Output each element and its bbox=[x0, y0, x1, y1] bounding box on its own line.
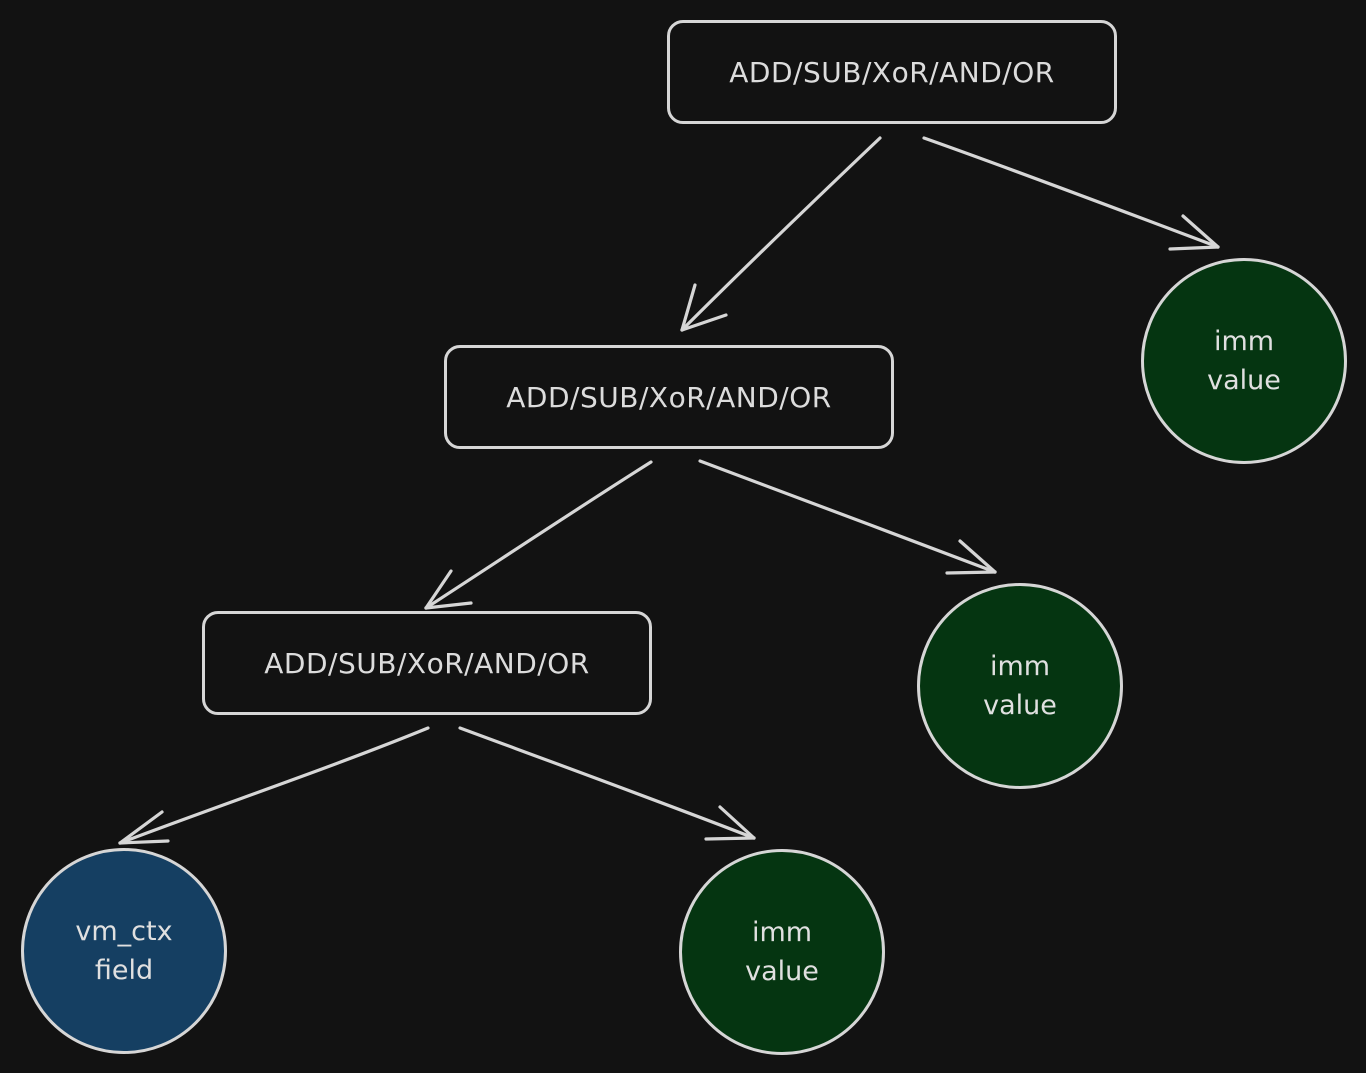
imm-value-node-middle: imm value bbox=[917, 583, 1123, 789]
node-line2: value bbox=[1207, 365, 1281, 396]
edge-op3-to-field bbox=[118, 726, 430, 845]
node-line1: vm_ctx bbox=[75, 915, 173, 947]
edge-op2-to-imm bbox=[698, 459, 997, 575]
edge-op2-to-op3 bbox=[424, 460, 653, 610]
vm-ctx-field-node: vm_ctx field bbox=[21, 848, 227, 1054]
edge-op1-to-op2 bbox=[680, 136, 882, 332]
imm-value-node-bottom: imm value bbox=[679, 849, 885, 1055]
operation-label: ADD/SUB/XoR/AND/OR bbox=[729, 55, 1055, 89]
node-line1: imm bbox=[989, 650, 1051, 682]
imm-value-node-top: imm value bbox=[1141, 258, 1347, 464]
edge-op3-to-imm bbox=[458, 726, 756, 841]
node-line1: imm bbox=[751, 916, 813, 948]
operation-label: ADD/SUB/XoR/AND/OR bbox=[506, 380, 832, 414]
operation-box-top: ADD/SUB/XoR/AND/OR bbox=[667, 20, 1117, 124]
operation-label: ADD/SUB/XoR/AND/OR bbox=[264, 646, 590, 680]
operation-box-middle: ADD/SUB/XoR/AND/OR bbox=[444, 345, 894, 449]
edge-op1-to-imm bbox=[922, 136, 1220, 251]
node-line2: value bbox=[983, 690, 1057, 721]
node-line2: field bbox=[94, 955, 154, 986]
node-line1: imm bbox=[1213, 325, 1275, 357]
node-line2: value bbox=[745, 956, 819, 987]
operation-box-bottom: ADD/SUB/XoR/AND/OR bbox=[202, 611, 652, 715]
